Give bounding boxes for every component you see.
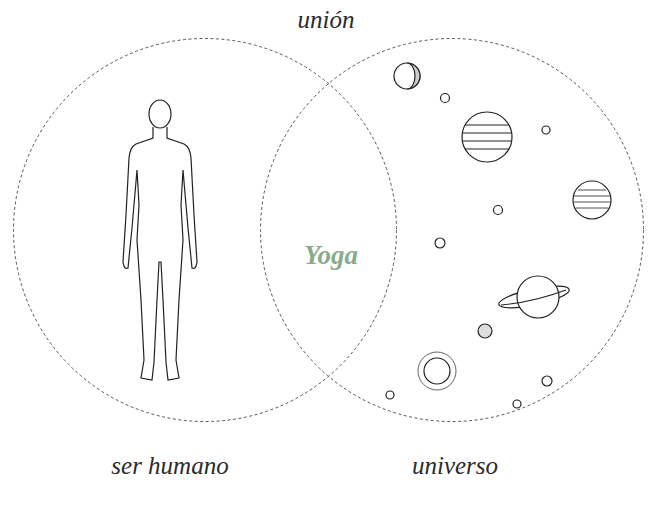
circle-caption: ser humano — [111, 452, 228, 479]
venn-circle: universo — [260, 38, 644, 422]
intersection-label: Yoga — [304, 240, 358, 270]
circle-caption: universo — [412, 452, 498, 479]
circle-outline — [13, 38, 397, 422]
heading-label: unión — [298, 6, 355, 33]
human-figure — [123, 100, 197, 380]
venn-circle: ser humano — [13, 38, 397, 422]
planets — [386, 63, 611, 408]
circle-outline — [260, 38, 644, 422]
